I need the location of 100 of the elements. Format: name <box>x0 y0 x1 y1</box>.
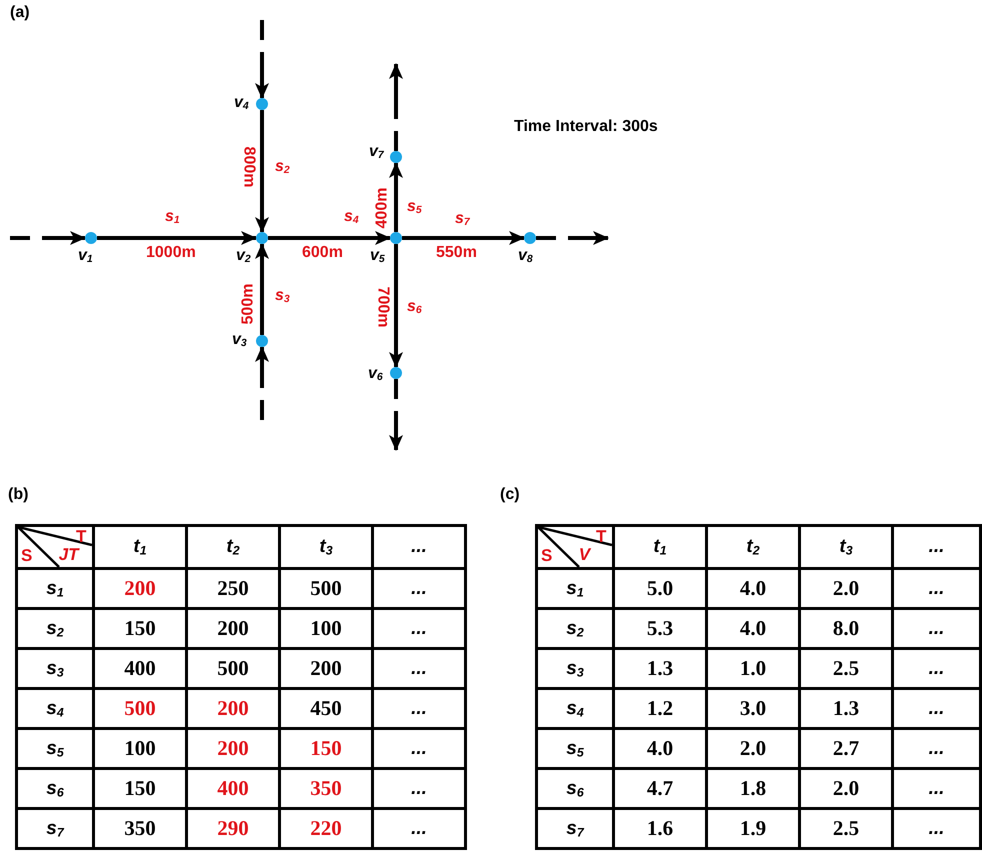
table-value: 400 <box>186 768 280 808</box>
ellipsis: ... <box>372 808 466 848</box>
vertex-label: v$_{7}$ <box>369 143 384 162</box>
table-value: 5.0 <box>614 568 706 608</box>
column-header: ... <box>372 526 466 568</box>
distance-label: 400m <box>373 188 392 228</box>
distance-label: 600m <box>302 244 343 262</box>
vertex-dot <box>390 367 402 379</box>
table-value: 1.3 <box>800 688 892 728</box>
arrow <box>389 244 403 368</box>
distance-label: 500m <box>239 284 258 324</box>
row-header: s$_{7}$ <box>16 808 94 848</box>
row-header: s$_{3}$ <box>536 648 614 688</box>
ellipsis: ... <box>372 648 466 688</box>
table-value: 1.3 <box>614 648 706 688</box>
vertex-label: v$_{3}$ <box>232 331 247 350</box>
table-value: 500 <box>280 568 372 608</box>
column-header: t$_{1}$ <box>614 526 706 568</box>
panel-label: (a) <box>10 4 30 22</box>
arrow <box>97 231 257 245</box>
column-header: t$_{1}$ <box>94 526 186 568</box>
table-value: 1.9 <box>706 808 800 848</box>
arrow <box>402 231 525 245</box>
corner-label: T <box>76 528 86 545</box>
vertex-label: v$_{5}$ <box>370 247 385 266</box>
ellipsis: ... <box>892 568 980 608</box>
row-header: s$_{1}$ <box>16 568 94 608</box>
column-header: ... <box>892 526 980 568</box>
table-value: 1.0 <box>706 648 800 688</box>
arrow <box>536 231 609 245</box>
table-value: 8.0 <box>800 608 892 648</box>
vertex-label: v$_{8}$ <box>518 247 533 266</box>
vertex-label: v$_{4}$ <box>234 94 249 112</box>
table-value: 5.3 <box>614 608 706 648</box>
table-value: 4.0 <box>614 728 706 768</box>
table-value: 200 <box>186 608 280 648</box>
row-header: s$_{1}$ <box>536 568 614 608</box>
table-value: 400 <box>94 648 186 688</box>
vertex-label: v$_{6}$ <box>368 365 383 384</box>
row-header: s$_{4}$ <box>536 688 614 728</box>
vertex-dot <box>256 335 268 347</box>
row-header: s$_{3}$ <box>16 648 94 688</box>
vertex-dot <box>256 232 268 244</box>
arrow <box>10 231 86 245</box>
row-header: s$_{6}$ <box>16 768 94 808</box>
row-header: s$_{5}$ <box>536 728 614 768</box>
corner-label: S <box>541 547 552 564</box>
vertex-dot <box>390 151 402 163</box>
row-header: s$_{5}$ <box>16 728 94 768</box>
vertex-dot <box>85 232 97 244</box>
vertex-label: v$_{1}$ <box>78 247 93 266</box>
table-value: 290 <box>186 808 280 848</box>
row-header: s$_{6}$ <box>536 768 614 808</box>
row-header: s$_{2}$ <box>16 608 94 648</box>
ellipsis: ... <box>892 768 980 808</box>
ellipsis: ... <box>892 808 980 848</box>
distance-label: 700m <box>373 286 392 328</box>
table-value: 350 <box>280 768 372 808</box>
table-value: 1.8 <box>706 768 800 808</box>
interval-text: Time Interval: 300s <box>514 118 658 136</box>
table-value: 2.5 <box>800 808 892 848</box>
ellipsis: ... <box>892 688 980 728</box>
ellipsis: ... <box>372 688 466 728</box>
ellipsis: ... <box>892 728 980 768</box>
distance-label: 800m <box>239 146 258 188</box>
distance-label: 1000m <box>146 244 196 262</box>
table-value: 150 <box>94 608 186 648</box>
row-header: s$_{4}$ <box>16 688 94 728</box>
corner-label: V <box>578 546 590 563</box>
ellipsis: ... <box>892 608 980 648</box>
panel-label: (c) <box>500 486 520 504</box>
arrow <box>389 379 403 451</box>
ellipsis: ... <box>372 608 466 648</box>
table-value: 100 <box>94 728 186 768</box>
table-value: 4.0 <box>706 608 800 648</box>
table-value: 250 <box>186 568 280 608</box>
table-value: 500 <box>186 648 280 688</box>
table-value: 350 <box>94 808 186 848</box>
column-header: t$_{3}$ <box>280 526 372 568</box>
table-value: 2.0 <box>706 728 800 768</box>
table-value: 2.0 <box>800 768 892 808</box>
table-value: 4.7 <box>614 768 706 808</box>
row-header: s$_{2}$ <box>536 608 614 648</box>
table-value: 220 <box>280 808 372 848</box>
arrow <box>389 63 403 151</box>
ellipsis: ... <box>372 728 466 768</box>
arrow <box>255 20 269 99</box>
panel-label: (b) <box>8 486 28 504</box>
table-value: 150 <box>280 728 372 768</box>
vertex-label: v$_{2}$ <box>236 247 251 266</box>
table-value: 100 <box>280 608 372 648</box>
ellipsis: ... <box>372 568 466 608</box>
row-header: s$_{7}$ <box>536 808 614 848</box>
vertex-dot <box>524 232 536 244</box>
ellipsis: ... <box>892 648 980 688</box>
table-value: 1.6 <box>614 808 706 848</box>
table-value: 4.0 <box>706 568 800 608</box>
table-value: 2.7 <box>800 728 892 768</box>
table-value: 500 <box>94 688 186 728</box>
column-header: t$_{2}$ <box>706 526 800 568</box>
